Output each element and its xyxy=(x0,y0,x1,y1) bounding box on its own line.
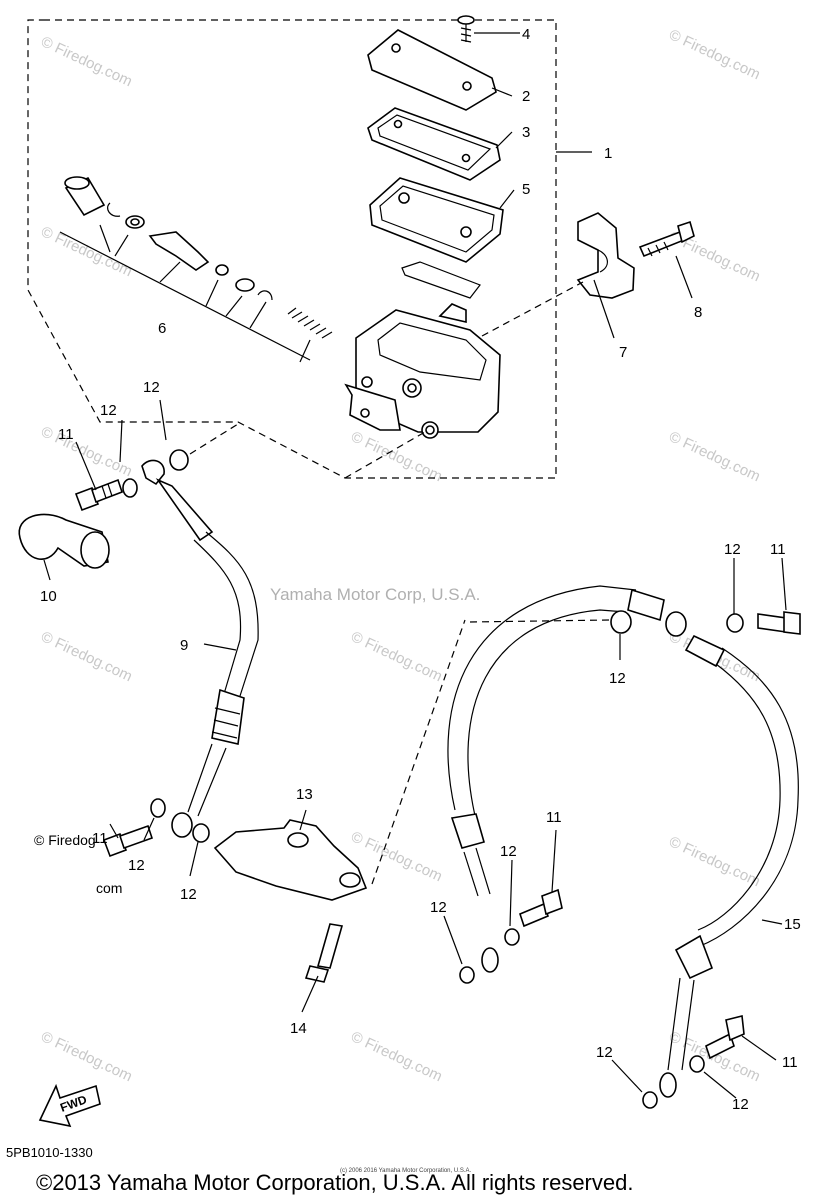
callout-7: 7 xyxy=(619,344,627,361)
callout-leaders xyxy=(43,32,787,1099)
callout-15: 15 xyxy=(784,916,801,933)
crush-washer xyxy=(504,928,520,946)
watermark: © Firedog.com xyxy=(666,1028,763,1085)
crush-washer xyxy=(192,823,210,843)
banjo-bolt-left-lower xyxy=(102,824,154,858)
callout-14: 14 xyxy=(290,1020,307,1037)
callout-11: 11 xyxy=(58,426,74,443)
diaphragm xyxy=(369,177,504,299)
assembly-boundary xyxy=(27,19,557,479)
leader-line xyxy=(344,431,426,479)
callout-12: 12 xyxy=(100,402,117,419)
watermark-dark: © Firedog xyxy=(34,832,96,848)
callout-10: 10 xyxy=(40,588,57,605)
callout-12: 12 xyxy=(143,379,160,396)
brake-hose-15 xyxy=(447,585,799,1098)
callout-12: 12 xyxy=(724,541,741,558)
handlebar-clamp xyxy=(576,212,635,299)
brake-hose-joint xyxy=(213,819,368,901)
callout-12: 12 xyxy=(430,899,447,916)
tiny-copyright: (c) 2006 2016 Yamaha Motor Corporation, … xyxy=(340,1168,472,1174)
watermark: © Firedog.com xyxy=(38,1028,135,1085)
callout-5: 5 xyxy=(522,181,530,198)
callout-9: 9 xyxy=(180,637,188,654)
callout-1: 1 xyxy=(604,145,612,162)
watermark: © Firedog.com xyxy=(666,428,763,485)
crush-washer xyxy=(150,798,166,818)
callout-12: 12 xyxy=(128,857,145,874)
diagram-code: 5PB1010-1330 xyxy=(6,1145,93,1160)
callout-13: 13 xyxy=(296,786,313,803)
crush-washer xyxy=(689,1055,705,1073)
callout-6: 6 xyxy=(158,320,166,337)
protective-cap xyxy=(18,513,110,569)
callouts: 1 2 3 4 5 6 7 8 9 10 11 12 12 11 12 12 1… xyxy=(40,26,801,1113)
watermark: © Firedog.com xyxy=(38,33,135,90)
crush-washer xyxy=(459,966,475,984)
callout-12: 12 xyxy=(596,1044,613,1061)
callout-11: 11 xyxy=(92,830,108,847)
clamp-bolt xyxy=(638,220,695,258)
union-bolt xyxy=(141,459,214,542)
copyright-notice: ©2013 Yamaha Motor Corporation, U.S.A. A… xyxy=(36,1170,633,1195)
master-cylinder-body xyxy=(344,303,501,439)
callout-4: 4 xyxy=(522,26,530,43)
leader-line xyxy=(481,281,584,337)
callout-8: 8 xyxy=(694,304,702,321)
leader-line xyxy=(371,619,466,885)
watermark: © Firedog.com xyxy=(38,628,135,685)
callout-3: 3 xyxy=(522,124,530,141)
reservoir-cap xyxy=(367,29,497,111)
leader-line xyxy=(469,619,611,623)
watermark: © Firedog.com xyxy=(348,1028,445,1085)
callout-11: 11 xyxy=(782,1054,798,1071)
callout-12: 12 xyxy=(732,1096,749,1113)
watermark: © Firedog.com xyxy=(666,26,763,83)
leader-line xyxy=(189,423,239,455)
callout-11: 11 xyxy=(546,809,562,826)
center-watermark: Yamaha Motor Corp, U.S.A. xyxy=(270,585,480,604)
callout-2: 2 xyxy=(522,88,530,105)
crush-washer xyxy=(610,610,632,634)
callout-11: 11 xyxy=(770,541,786,558)
crush-washer xyxy=(122,478,138,498)
forward-arrow: FWD xyxy=(38,1083,101,1128)
diaphragm-plate xyxy=(367,107,501,181)
crush-washer xyxy=(726,613,744,633)
cap-screw xyxy=(457,15,475,43)
watermark: © Firedog.com xyxy=(348,828,445,885)
piston-kit xyxy=(59,176,333,363)
joint-bolt xyxy=(304,923,344,983)
banjo-bolt-right-lower xyxy=(705,1015,745,1060)
callout-12: 12 xyxy=(180,886,197,903)
watermark: © Firedog.com xyxy=(666,833,763,890)
callout-12: 12 xyxy=(609,670,626,687)
callout-12: 12 xyxy=(500,843,517,860)
watermark-dark: com xyxy=(96,880,122,896)
banjo-bolt-left-upper xyxy=(74,478,124,512)
watermark: © Firedog.com xyxy=(38,223,135,280)
brake-hose-9 xyxy=(171,531,259,838)
watermark: © Firedog.com xyxy=(348,628,445,685)
crush-washer xyxy=(169,449,189,471)
banjo-bolt-right-mid xyxy=(519,888,563,928)
banjo-bolt-right-upper xyxy=(757,611,801,635)
crush-washer xyxy=(642,1091,658,1109)
